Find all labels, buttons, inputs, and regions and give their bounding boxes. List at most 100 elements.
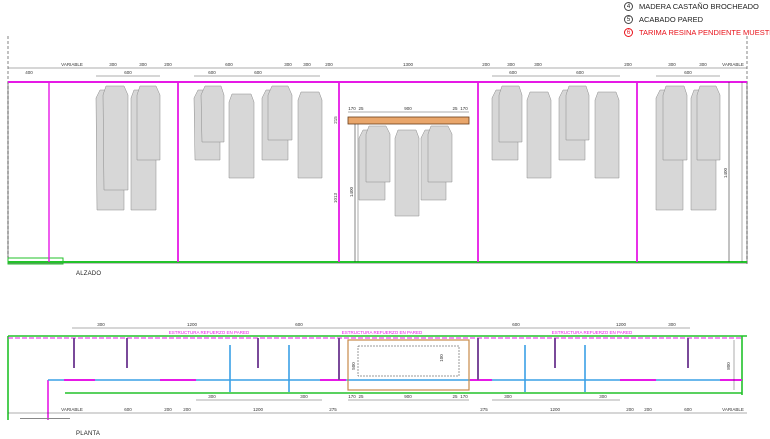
- dim-label: 200: [164, 407, 172, 412]
- garment: [696, 85, 721, 161]
- dim-label: 800: [726, 362, 731, 370]
- garment: [228, 93, 255, 179]
- dim-label: 275: [480, 407, 488, 412]
- material-legend: 4 MADERA CASTAÑO BROCHEADO 5 ACABADO PAR…: [624, 0, 770, 40]
- dim-label: 600: [124, 407, 132, 412]
- garment: [565, 85, 590, 141]
- garment-group: [95, 85, 161, 211]
- dim-label: 300: [109, 62, 117, 67]
- dim-label: 600: [295, 322, 303, 327]
- dim-label: 170: [460, 394, 468, 399]
- dim-label: 1013: [333, 192, 338, 203]
- dim-label: 170: [460, 106, 468, 111]
- dim-label: 600: [124, 70, 132, 75]
- legend-item-6: 6 TARIMA RESINA PENDIENTE MUESTRA: [624, 27, 770, 38]
- dim-label: VARIABLE: [61, 62, 83, 67]
- dim-label: 600: [509, 70, 517, 75]
- elevation-view: 400 VARIABLE 300 300 200 600 300 300 200…: [7, 36, 748, 266]
- dim-label: 300: [699, 62, 707, 67]
- garment: [594, 91, 620, 179]
- dim-label: 400: [25, 70, 33, 75]
- dim-label: 1200: [550, 407, 561, 412]
- garment-group: [358, 125, 453, 217]
- dim-label: 600: [254, 70, 262, 75]
- garment: [200, 85, 225, 143]
- dim-label: 1300: [403, 62, 414, 67]
- dim-label: VARIABLE: [722, 62, 744, 67]
- dim-label: 300: [300, 394, 308, 399]
- table-top: [357, 345, 460, 377]
- garment: [365, 125, 391, 183]
- dim-label: 900: [404, 394, 412, 399]
- dim-label: VARIABLE: [61, 407, 83, 412]
- legend-text: MADERA CASTAÑO BROCHEADO: [639, 2, 759, 11]
- dim-label: 300: [668, 322, 676, 327]
- dim-label: 200: [164, 62, 172, 67]
- garment: [498, 85, 523, 143]
- garment: [394, 129, 420, 217]
- dim-label: 1200: [253, 407, 264, 412]
- floor-step: [7, 257, 64, 265]
- garment-group: [193, 85, 323, 179]
- dim-label: 300: [504, 394, 512, 399]
- dim-label: 25: [452, 106, 458, 111]
- dim-label: 215: [333, 116, 338, 124]
- dim-label: 600: [225, 62, 233, 67]
- legend-item-4: 4 MADERA CASTAÑO BROCHEADO: [624, 1, 759, 12]
- dim-label: 300: [599, 394, 607, 399]
- garment: [102, 85, 129, 191]
- dim-label: 170: [348, 394, 356, 399]
- dim-label: 600: [684, 70, 692, 75]
- dim-label: 600: [684, 407, 692, 412]
- wood-hanging-bar: [347, 116, 470, 125]
- legend-number: 6: [624, 28, 633, 37]
- garment: [427, 125, 453, 183]
- legend-number: 5: [624, 15, 633, 24]
- dim-label: 25: [358, 394, 364, 399]
- structure-note: ESTRUCTURA REFUERZO EN PARED: [342, 330, 423, 335]
- cut-mark: [20, 418, 70, 419]
- dim-label: 300: [303, 62, 311, 67]
- dim-label: 25: [452, 394, 458, 399]
- dim-label: 600: [512, 322, 520, 327]
- dim-label: 200: [183, 407, 191, 412]
- dim-label: 300: [507, 62, 515, 67]
- legend-text: TARIMA RESINA PENDIENTE MUESTRA: [639, 28, 770, 37]
- dim-label: 200: [482, 62, 490, 67]
- dim-label: 275: [329, 407, 337, 412]
- dim-label: 500: [351, 362, 356, 370]
- garment: [662, 85, 688, 161]
- dim-label: 100: [439, 354, 444, 362]
- garment-group: [491, 85, 620, 179]
- dim-label: 200: [325, 62, 333, 67]
- dim-label: 600: [576, 70, 584, 75]
- dim-label: 300: [284, 62, 292, 67]
- dim-label: 1200: [616, 322, 627, 327]
- elevation-view-label: ALZADO: [76, 271, 102, 277]
- plan-view: ESTRUCTURA REFUERZO EN PARED ESTRUCTURA …: [7, 322, 747, 420]
- dim-label: 200: [644, 407, 652, 412]
- dim-label: VARIABLE: [722, 407, 744, 412]
- dim-label: 1400: [349, 186, 354, 197]
- dim-label: 900: [404, 106, 412, 111]
- dim-label: 170: [348, 106, 356, 111]
- dim-label: 200: [626, 407, 634, 412]
- dim-label: 300: [139, 62, 147, 67]
- dim-label: 300: [534, 62, 542, 67]
- central-table: [347, 339, 470, 391]
- dim-label: 300: [208, 394, 216, 399]
- dim-label: 300: [668, 62, 676, 67]
- dim-label: 1200: [187, 322, 198, 327]
- dim-label: 600: [208, 70, 216, 75]
- garment-group: [655, 85, 721, 211]
- dim-label: 25: [358, 106, 364, 111]
- legend-number: 4: [624, 2, 633, 11]
- garment: [267, 85, 293, 141]
- garment: [526, 91, 552, 179]
- plan-view-label: PLANTA: [76, 431, 101, 437]
- legend-item-5: 5 ACABADO PARED: [624, 14, 703, 25]
- structure-note: ESTRUCTURA REFUERZO EN PARED: [169, 330, 250, 335]
- dim-label: 300: [97, 322, 105, 327]
- dim-label: 1400: [723, 167, 728, 178]
- dim-label: 200: [624, 62, 632, 67]
